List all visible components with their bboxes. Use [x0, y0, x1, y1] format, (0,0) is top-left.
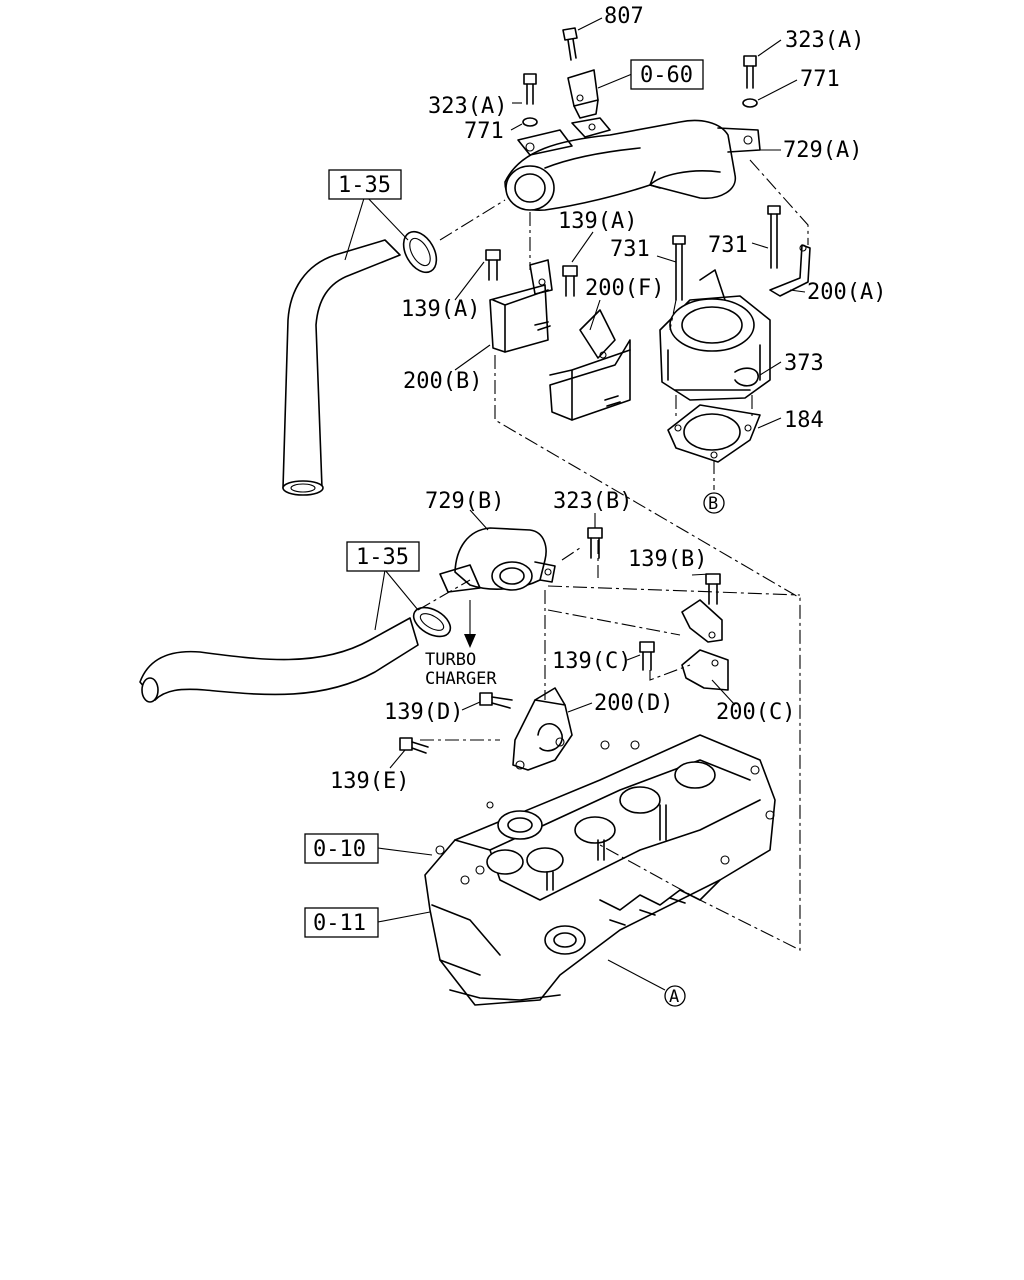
hose-1-35-upper: [282, 230, 438, 496]
sensor-0-60: [567, 69, 599, 119]
label-1-35-mid-box: [346, 541, 420, 572]
label-771-left: 771: [464, 119, 504, 144]
label-139a-left: 139(A): [401, 297, 480, 322]
label-200c: 200(C): [716, 700, 795, 725]
label-0-10: 0-10: [313, 837, 366, 862]
label-0-60: 0-60: [640, 63, 693, 88]
bolt-139a-left: [485, 249, 501, 281]
label-200f: 200(F): [585, 276, 664, 301]
bracket-200a: [769, 244, 811, 297]
label-0-60-box: [630, 59, 704, 90]
label-139a-mid: 139(A): [558, 209, 637, 234]
label-323a-left: 323(A): [428, 94, 507, 119]
bolt-323a-right: [743, 55, 757, 89]
label-771-top: 771: [800, 67, 840, 92]
label-1-35-mid: 1-35: [356, 545, 409, 570]
bolt-139c: [639, 641, 655, 671]
washer-771-left: [522, 117, 538, 127]
bolt-323b: [587, 527, 603, 559]
bolt-139b: [705, 573, 721, 605]
label-1-35-top-box: [328, 169, 402, 200]
washer-771-right: [742, 98, 758, 108]
label-0-10-box: [304, 833, 379, 864]
ref-a-circle: [664, 985, 686, 1007]
hose-1-35-lower: [139, 606, 452, 703]
bolt-139d: [479, 692, 513, 709]
label-139d: 139(D): [384, 700, 463, 725]
label-323a-top: 323(A): [785, 28, 864, 53]
bolt-139e: [399, 737, 429, 754]
cylinder-head: [424, 734, 776, 1006]
label-729a: 729(A): [783, 138, 862, 163]
bolt-731-right: [767, 205, 781, 269]
intake-pipe-729a: [504, 117, 761, 211]
elbow-729b: [439, 527, 556, 593]
label-turbo: TURBO: [425, 650, 476, 670]
turbo-arrow: [464, 600, 476, 648]
label-139e: 139(E): [330, 769, 409, 794]
label-139c: 139(C): [552, 649, 631, 674]
assembly-lines: [417, 159, 809, 951]
label-731-b: 731: [708, 233, 748, 258]
label-139b: 139(B): [628, 547, 707, 572]
label-1-35-top: 1-35: [338, 173, 391, 198]
label-0-11: 0-11: [313, 911, 366, 936]
bracket-200d: [512, 687, 573, 771]
ref-b: B: [708, 494, 718, 514]
label-373: 373: [784, 351, 824, 376]
label-charger: CHARGER: [425, 669, 497, 689]
label-323b: 323(B): [553, 489, 632, 514]
bracket-200f: [549, 309, 631, 421]
label-807: 807: [604, 4, 644, 29]
bolt-807: [562, 27, 578, 61]
label-200b: 200(B): [403, 369, 482, 394]
bracket-200b: [489, 259, 553, 353]
label-200d: 200(D): [594, 691, 673, 716]
label-731-a: 731: [610, 237, 650, 262]
label-184: 184: [784, 408, 824, 433]
leader-lines: [344, 17, 806, 991]
label-200a: 200(A): [807, 280, 886, 305]
callout-labels: 807 0-60 323(A) 771 323(A) 771 729(A) 1-…: [304, 4, 886, 1007]
label-0-11-box: [304, 907, 379, 938]
bracket-200c: [681, 599, 729, 691]
label-729b: 729(B): [425, 489, 504, 514]
throttle-body-373: [659, 269, 771, 401]
bolt-323a-left: [523, 73, 537, 105]
ref-a: A: [669, 987, 679, 1007]
ref-b-circle: [703, 492, 725, 514]
bolt-139a-mid: [562, 265, 578, 297]
gasket-184: [667, 404, 761, 463]
bolt-731-left: [672, 235, 686, 301]
